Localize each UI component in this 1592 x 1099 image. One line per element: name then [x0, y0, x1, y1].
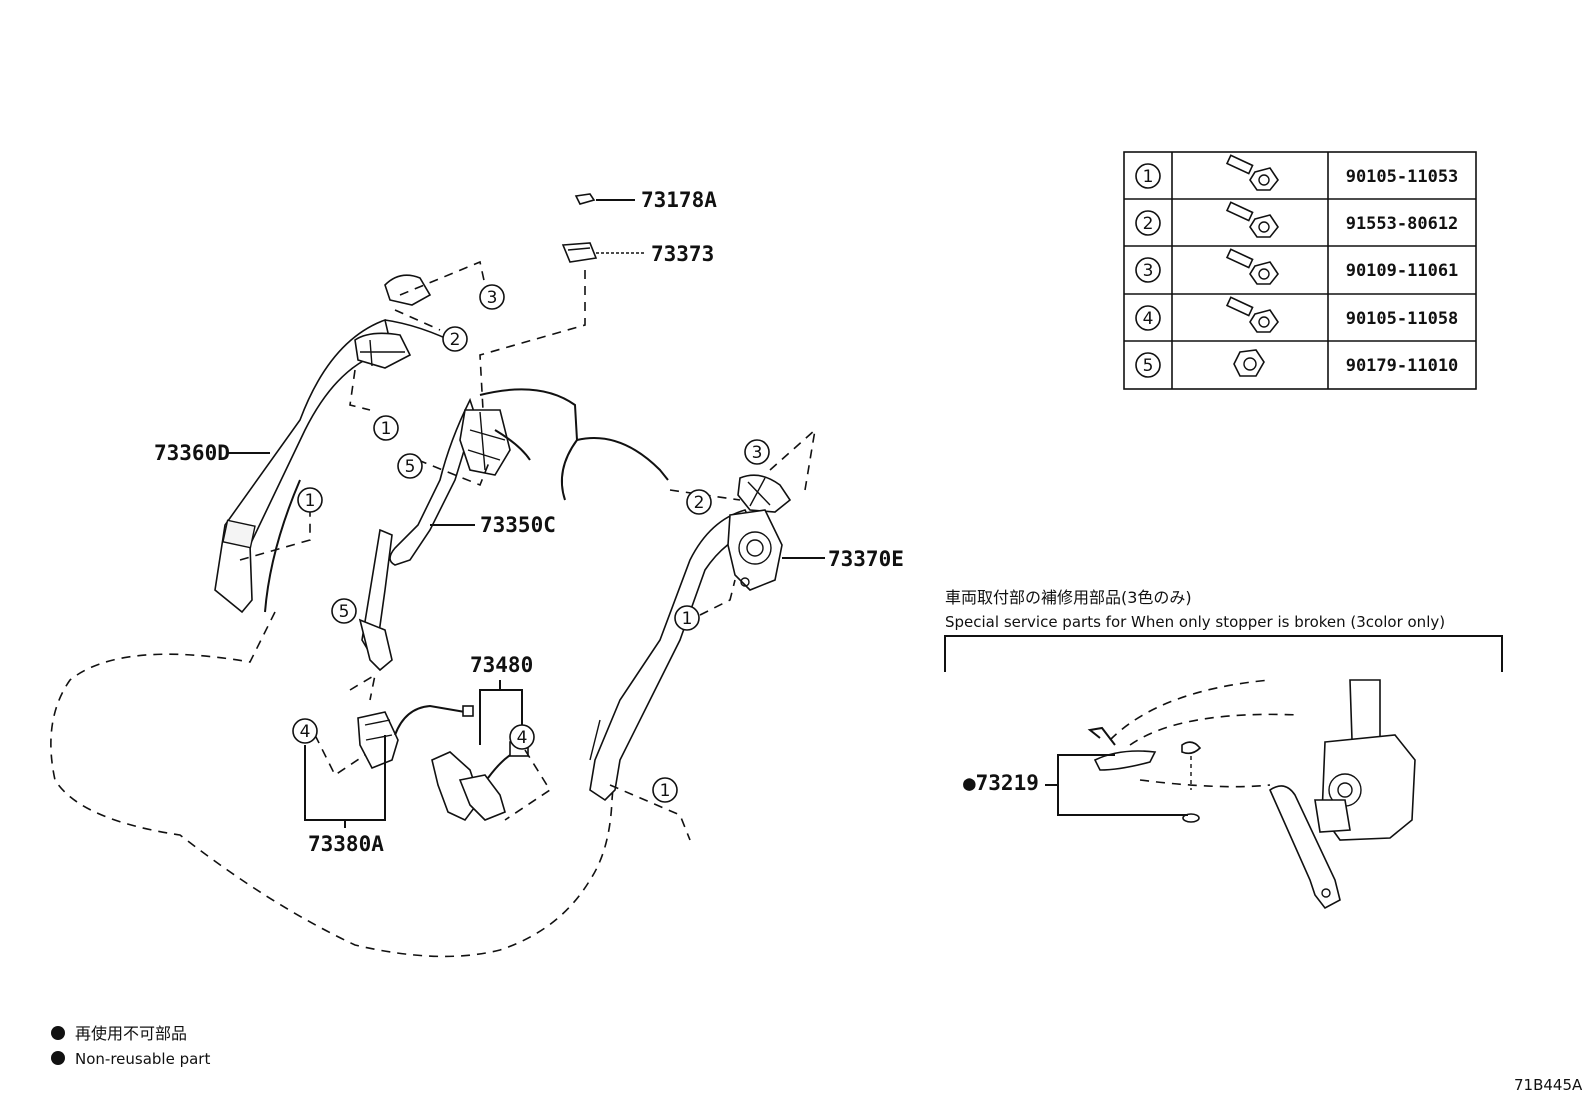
service-parts-inset: 車両取付部の補修用部品(3色のみ) Special service parts … — [944, 588, 1503, 910]
part-73178A-cover — [574, 193, 635, 205]
callout-1-right: 1 — [674, 605, 700, 631]
bolt-icon — [1225, 201, 1279, 238]
callout-4-right: 4 — [509, 724, 535, 750]
svg-text:4: 4 — [300, 722, 311, 742]
svg-text:90105-11053: 90105-11053 — [1346, 167, 1459, 187]
label-73380A: 73380A — [308, 832, 384, 856]
callout-numbers: 3 2 1 5 1 5 4 4 3 2 1 1 — [292, 284, 770, 803]
svg-text:90179-11010: 90179-11010 — [1346, 356, 1459, 376]
part-73360D-belt — [214, 274, 461, 614]
callout-5-center: 5 — [397, 453, 423, 479]
svg-text:1: 1 — [381, 419, 392, 439]
svg-text:3: 3 — [487, 288, 498, 308]
svg-text:5: 5 — [405, 457, 416, 477]
label-73178A: 73178A — [641, 188, 717, 212]
callout-2-right: 2 — [686, 489, 712, 515]
svg-text:1: 1 — [682, 609, 693, 629]
table-row: 5 90179-11010 — [1135, 349, 1459, 378]
svg-text:2: 2 — [450, 330, 461, 350]
dashed-leaders — [239, 260, 817, 841]
non-reusable-dot-icon — [51, 1026, 65, 1040]
svg-text:5: 5 — [339, 602, 350, 622]
svg-text:3: 3 — [752, 443, 763, 463]
label-73480: 73480 — [470, 653, 533, 677]
svg-text:1: 1 — [1143, 167, 1154, 187]
callout-1-top-left: 1 — [373, 415, 399, 441]
table-row: 2 91553-80612 — [1135, 201, 1459, 238]
service-parts-title-jp: 車両取付部の補修用部品(3色のみ) — [945, 588, 1192, 607]
callout-5-lower: 5 — [331, 598, 357, 624]
table-row: 4 90105-11058 — [1135, 296, 1459, 333]
label-73360D: 73360D — [154, 441, 230, 465]
non-reusable-dot-icon — [51, 1051, 65, 1065]
bolt-icon — [1225, 248, 1279, 285]
callout-1-left: 1 — [297, 487, 323, 513]
part-73350C-belt — [358, 397, 531, 672]
part-73370E-belt — [589, 474, 792, 802]
part-73480-buckle — [431, 741, 529, 822]
callout-1-bottom-right: 1 — [652, 777, 678, 803]
legend: 再使用不可部品 Non-reusable part — [51, 1024, 210, 1068]
svg-text:91553-80612: 91553-80612 — [1346, 214, 1459, 234]
callout-4-left: 4 — [292, 718, 318, 744]
legend-jp: 再使用不可部品 — [75, 1024, 187, 1043]
callout-3-right: 3 — [744, 439, 770, 465]
table-row: 1 90105-11053 — [1135, 154, 1459, 191]
part-73380A-buckle — [357, 704, 474, 770]
svg-text:3: 3 — [1143, 261, 1154, 281]
bolt-icon — [1225, 296, 1279, 333]
svg-text:4: 4 — [1143, 309, 1154, 329]
label-73373: 73373 — [651, 242, 714, 266]
table-row: 3 90109-11061 — [1135, 248, 1459, 285]
svg-text:1: 1 — [660, 781, 671, 801]
figure-id: 71B445A — [1514, 1076, 1583, 1094]
rear-seat-outline — [50, 388, 669, 958]
label-73370E: 73370E — [828, 547, 904, 571]
svg-text:1: 1 — [305, 491, 316, 511]
svg-text:5: 5 — [1143, 356, 1154, 376]
svg-text:2: 2 — [694, 493, 705, 513]
nut-icon — [1233, 349, 1265, 377]
legend-en: Non-reusable part — [75, 1050, 210, 1068]
svg-text:4: 4 — [517, 728, 528, 748]
bolt-icon — [1225, 154, 1279, 191]
service-parts-title-en: Special service parts for When only stop… — [945, 613, 1445, 631]
fastener-table: 1 90105-11053 2 91553-80612 3 — [1123, 151, 1477, 390]
label-73350C: 73350C — [480, 513, 556, 537]
part-labels: 73178A 73373 73360D 73350C 73370E 73480 … — [154, 188, 1039, 856]
part-73373-bezel — [561, 242, 645, 263]
svg-text:90105-11058: 90105-11058 — [1346, 309, 1459, 329]
svg-text:2: 2 — [1143, 214, 1154, 234]
callout-3-top-left: 3 — [479, 284, 505, 310]
label-73219: ●73219 — [963, 771, 1039, 795]
svg-text:90109-11061: 90109-11061 — [1346, 261, 1459, 281]
part-leader-lines — [227, 452, 825, 828]
callout-2-top-left: 2 — [442, 326, 468, 352]
